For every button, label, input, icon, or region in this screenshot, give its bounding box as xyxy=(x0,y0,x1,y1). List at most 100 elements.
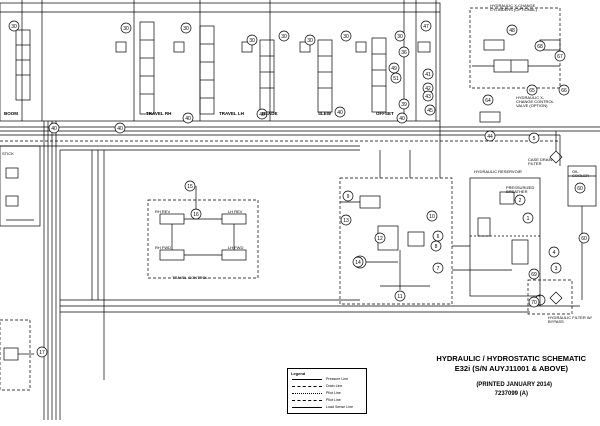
label-stick: STICK xyxy=(2,151,14,156)
svg-text:17: 17 xyxy=(39,350,45,356)
label-lh-rev: LH REV xyxy=(228,209,243,214)
svg-text:40: 40 xyxy=(51,126,57,132)
travel-control-frame xyxy=(147,199,259,279)
svg-text:70: 70 xyxy=(531,300,537,306)
callout-30: 30 xyxy=(304,34,316,46)
svg-text:51: 51 xyxy=(393,76,399,82)
callout-7: 7 xyxy=(432,262,444,274)
svg-text:40: 40 xyxy=(185,116,191,122)
svg-text:47: 47 xyxy=(423,24,429,30)
main-valve-frame xyxy=(0,2,441,122)
label-offset: OFFSET xyxy=(376,111,394,116)
callout-4: 4 xyxy=(548,246,560,258)
callout-70: 70 xyxy=(528,296,540,308)
spool-valve-boom xyxy=(15,29,31,101)
svg-text:66: 66 xyxy=(561,88,567,94)
svg-text:30: 30 xyxy=(307,38,313,44)
label-slew: SLEW xyxy=(318,111,331,116)
callout-8: 8 xyxy=(430,240,442,252)
callout-40: 40 xyxy=(256,108,268,120)
svg-text:3: 3 xyxy=(555,266,558,272)
spool-valve-slew xyxy=(317,39,333,113)
hydraulic-filter-frame xyxy=(527,279,573,315)
svg-text:69: 69 xyxy=(531,272,537,278)
callout-60: 60 xyxy=(574,182,586,194)
label-pressurized-breather: PRESSURIZED BREATHER xyxy=(506,185,535,194)
label-rh-rev: RH REV xyxy=(155,209,171,214)
svg-text:30: 30 xyxy=(249,38,255,44)
svg-text:44: 44 xyxy=(487,134,493,140)
callout-1: 1 xyxy=(522,212,534,224)
svg-text:14: 14 xyxy=(355,260,361,266)
label-xchange-valve: HYDRAULIC X-CHANGE CONTROL VALVE (OPTION… xyxy=(516,95,554,108)
svg-text:41: 41 xyxy=(425,72,431,78)
callout-5: 5 xyxy=(528,132,540,144)
callout-40: 40 xyxy=(396,112,408,124)
svg-text:60: 60 xyxy=(577,186,583,192)
svg-text:30: 30 xyxy=(11,24,17,30)
legend: Legend Pressure Line Drain Line Pilot Li… xyxy=(287,368,367,414)
svg-text:15: 15 xyxy=(187,184,193,190)
callout-40: 40 xyxy=(48,122,60,134)
spool-valve-travel-rh xyxy=(139,21,155,115)
label-travel-rh: TRAVEL RH xyxy=(146,111,172,116)
callout-67: 67 xyxy=(554,50,566,62)
callout-36: 36 xyxy=(398,46,410,58)
printed-date: (PRINTED JANUARY 2014) xyxy=(476,382,552,388)
svg-text:4: 4 xyxy=(553,250,556,256)
svg-text:9: 9 xyxy=(347,194,350,200)
callout-6: 6 xyxy=(432,230,444,242)
callout-30: 30 xyxy=(246,34,258,46)
callout-17: 17 xyxy=(36,346,48,358)
callout-30: 30 xyxy=(394,30,406,42)
spool-valve-offset xyxy=(371,37,387,113)
spool-valve-travel-lh xyxy=(199,25,215,115)
callout-10: 10 xyxy=(426,210,438,222)
label-case-drain-filter: CASE DRAIN FILTER xyxy=(528,157,553,166)
svg-text:43: 43 xyxy=(425,94,431,100)
svg-text:65: 65 xyxy=(529,88,535,94)
label-hydraulic-reservoir: HYDRAULIC RESERVOIR xyxy=(474,169,522,174)
legend-item: Pressure Line xyxy=(326,377,349,381)
callout-30: 30 xyxy=(8,20,20,32)
callout-14: 14 xyxy=(352,256,364,268)
callout-2: 2 xyxy=(514,194,526,206)
svg-text:5: 5 xyxy=(533,136,536,142)
callout-30: 30 xyxy=(340,30,352,42)
svg-text:68: 68 xyxy=(537,44,543,50)
legend-item: Drain Line xyxy=(326,384,343,388)
legend-item: Pilot Line xyxy=(326,398,341,402)
label-travel-control: TRAVEL CONTROL xyxy=(172,275,208,280)
callout-41: 41 xyxy=(422,68,434,80)
svg-text:40: 40 xyxy=(259,112,265,118)
callout-30: 30 xyxy=(278,30,290,42)
callout-45: 45 xyxy=(424,104,436,116)
label-hydraulic-filter: HYDRAULIC FILTER W/ BYPASS xyxy=(548,315,592,324)
callout-11: 11 xyxy=(394,290,406,302)
svg-text:49: 49 xyxy=(391,66,397,72)
svg-text:40: 40 xyxy=(117,126,123,132)
svg-text:67: 67 xyxy=(557,54,563,60)
callout-64: 64 xyxy=(482,94,494,106)
case-drain-filter-symbol xyxy=(549,150,563,164)
callout-44: 44 xyxy=(484,130,496,142)
svg-text:13: 13 xyxy=(343,218,349,224)
svg-text:30: 30 xyxy=(281,34,287,40)
svg-text:30: 30 xyxy=(183,26,189,32)
svg-text:10: 10 xyxy=(429,214,435,220)
svg-text:60: 60 xyxy=(581,236,587,242)
svg-text:30: 30 xyxy=(397,34,403,40)
legend-item: Pilot Line xyxy=(326,391,341,395)
svg-text:12: 12 xyxy=(377,236,383,242)
svg-text:30: 30 xyxy=(343,34,349,40)
label-boom: BOOM xyxy=(4,111,18,116)
svg-text:30: 30 xyxy=(123,26,129,32)
svg-text:11: 11 xyxy=(397,294,402,300)
label-blade: BLADE xyxy=(262,111,278,116)
callout-3: 3 xyxy=(550,262,562,274)
part-number: 7237099 (A) xyxy=(494,391,528,397)
callout-49: 49 xyxy=(388,62,400,74)
svg-text:1: 1 xyxy=(527,216,530,222)
